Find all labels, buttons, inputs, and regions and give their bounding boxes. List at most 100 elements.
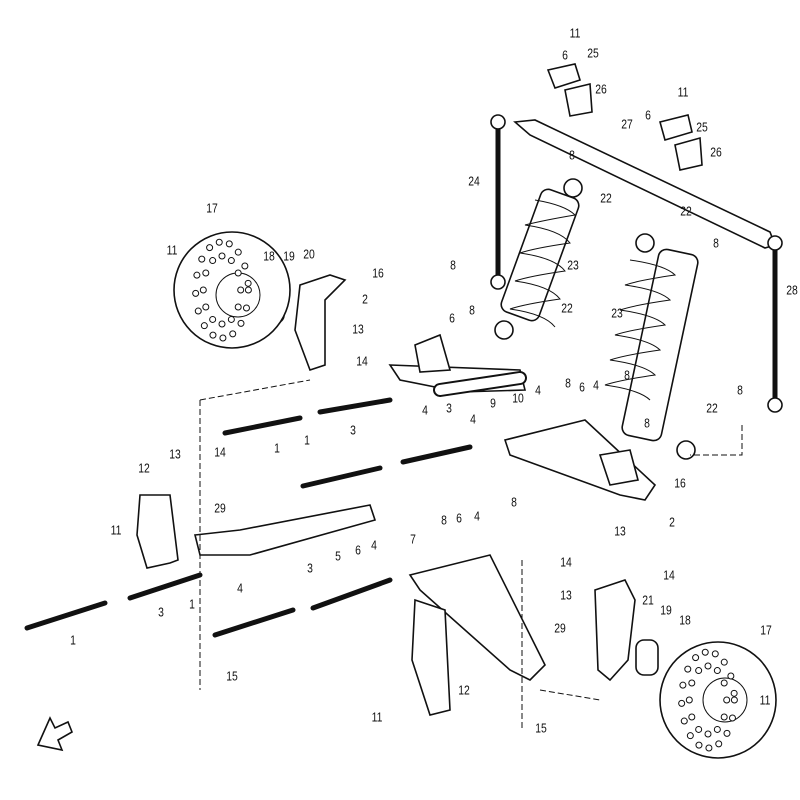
callout-number: 25 bbox=[587, 45, 599, 61]
disc-hole bbox=[695, 667, 703, 675]
callout-number: 22 bbox=[561, 300, 573, 316]
disc-hole bbox=[711, 650, 719, 658]
callout-number: 2 bbox=[362, 291, 368, 307]
disc-hole bbox=[678, 699, 686, 707]
callout-number: 19 bbox=[660, 602, 672, 618]
callout-number: 7 bbox=[410, 531, 416, 547]
disc-hole bbox=[244, 286, 252, 294]
callout-number: 28 bbox=[786, 282, 798, 298]
disc-hole bbox=[713, 667, 721, 675]
callout-number: 6 bbox=[645, 107, 651, 123]
callout-number: 23 bbox=[567, 257, 579, 273]
shock-absorber-left bbox=[494, 178, 583, 340]
disc-hole bbox=[198, 255, 206, 263]
callout-number: 1 bbox=[70, 632, 76, 648]
callout-number: 22 bbox=[706, 400, 718, 416]
callout-number: 18 bbox=[263, 248, 275, 264]
callout-number: 16 bbox=[674, 475, 686, 491]
callout-number: 13 bbox=[169, 446, 181, 462]
callout-number: 5 bbox=[335, 548, 341, 564]
callout-number: 13 bbox=[560, 587, 572, 603]
disc-hole bbox=[704, 662, 712, 670]
disc-hole bbox=[237, 319, 245, 327]
callout-number: 11 bbox=[569, 25, 581, 41]
disc-hole bbox=[215, 238, 223, 246]
callout-number: 11 bbox=[759, 692, 771, 708]
disc-hole bbox=[715, 740, 723, 748]
disc-hole bbox=[218, 320, 226, 328]
callout-number: 12 bbox=[458, 682, 470, 698]
disc-hole bbox=[202, 303, 210, 311]
disc-hole bbox=[242, 304, 250, 312]
callout-number: 1 bbox=[304, 432, 310, 448]
callout-number: 11 bbox=[110, 522, 122, 538]
disc-hole bbox=[705, 744, 713, 752]
callout-number: 23 bbox=[611, 305, 623, 321]
callout-number: 1 bbox=[274, 440, 280, 456]
callout-number: 21 bbox=[642, 592, 654, 608]
disc-hole bbox=[219, 334, 227, 342]
callout-number: 6 bbox=[355, 542, 361, 558]
callout-number: 11 bbox=[371, 709, 383, 725]
callout-number: 6 bbox=[562, 47, 568, 63]
disc-hole bbox=[227, 315, 235, 323]
callout-number: 25 bbox=[696, 119, 708, 135]
disc-hole bbox=[695, 741, 703, 749]
guard-plate-left bbox=[136, 494, 179, 569]
a-arm-lower-right bbox=[408, 554, 546, 681]
callout-number: 29 bbox=[214, 500, 226, 516]
disc-hole bbox=[723, 696, 731, 704]
callout-number: 6 bbox=[579, 379, 585, 395]
disc-hole bbox=[241, 262, 249, 270]
disc-hole bbox=[701, 648, 709, 656]
disc-hole bbox=[209, 257, 217, 265]
callout-number: 8 bbox=[511, 494, 517, 510]
callout-number: 20 bbox=[303, 246, 315, 262]
callout-number: 4 bbox=[237, 580, 243, 596]
disc-hole bbox=[688, 679, 696, 687]
callout-number: 24 bbox=[468, 173, 480, 189]
callout-number: 4 bbox=[535, 382, 541, 398]
disc-hole bbox=[192, 289, 200, 297]
disc-hole bbox=[199, 286, 207, 294]
callout-number: 2 bbox=[669, 514, 675, 530]
disc-hole bbox=[200, 322, 208, 330]
callout-number: 29 bbox=[554, 620, 566, 636]
disc-hole bbox=[692, 654, 700, 662]
callout-number: 13 bbox=[614, 523, 626, 539]
callout-number: 8 bbox=[565, 375, 571, 391]
callout-number: 15 bbox=[226, 668, 238, 684]
guard-plate-right bbox=[411, 598, 451, 716]
callout-number: 8 bbox=[441, 512, 447, 528]
disc-hole bbox=[688, 713, 696, 721]
disc-hole bbox=[193, 271, 201, 279]
callout-number: 17 bbox=[206, 200, 218, 216]
callout-number: 8 bbox=[450, 257, 456, 273]
disc-hole bbox=[704, 730, 712, 738]
disc-hole bbox=[685, 696, 693, 704]
callout-number: 10 bbox=[512, 390, 524, 406]
callout-number: 22 bbox=[680, 203, 692, 219]
callout-number: 6 bbox=[456, 510, 462, 526]
disc-hole bbox=[202, 269, 210, 277]
disc-hole bbox=[727, 672, 735, 680]
callout-number: 3 bbox=[158, 604, 164, 620]
callout-number: 3 bbox=[446, 400, 452, 416]
callout-number: 27 bbox=[621, 116, 633, 132]
callout-number: 4 bbox=[474, 508, 480, 524]
callout-number: 1 bbox=[189, 596, 195, 612]
disc-hole bbox=[723, 729, 731, 737]
knuckle-left bbox=[294, 274, 347, 372]
disc-hole bbox=[686, 732, 694, 740]
callout-number: 3 bbox=[307, 560, 313, 576]
callout-number: 8 bbox=[569, 147, 575, 163]
callout-number: 4 bbox=[470, 411, 476, 427]
callout-number: 13 bbox=[352, 321, 364, 337]
callout-number: 14 bbox=[214, 444, 226, 460]
callout-number: 14 bbox=[560, 554, 572, 570]
disc-hole bbox=[227, 257, 235, 265]
disc-hole bbox=[209, 331, 217, 339]
front-direction-arrow-icon bbox=[36, 716, 74, 752]
